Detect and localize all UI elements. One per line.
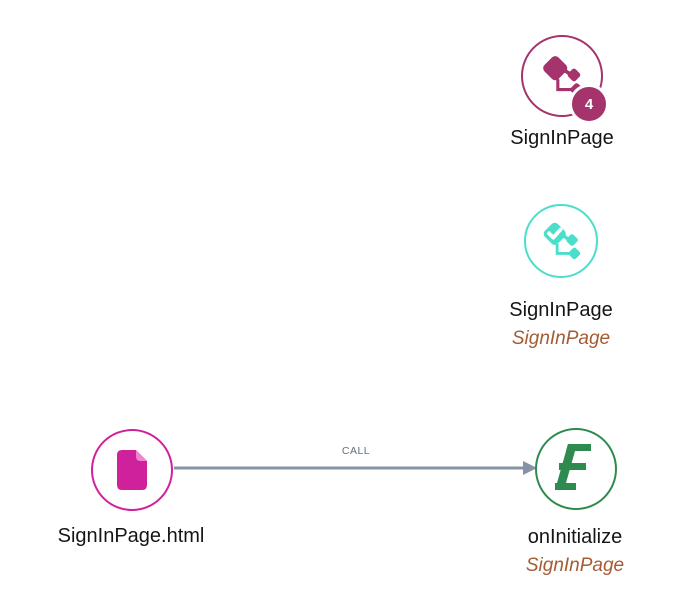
function-f-icon [555,444,591,490]
node-label-function-oninitialize[interactable]: onInitialize [527,526,623,548]
node-sublabel-class-signinpage-resolved: SignInPage [511,328,611,349]
node-sublabel-function-oninitialize: SignInPage [525,555,625,576]
node-count-badge: 4 [569,84,609,124]
edge-call-label: CALL [341,445,371,457]
node-function-oninitialize[interactable] [535,428,617,510]
file-document-icon [117,450,147,490]
class-diamonds-check-icon [543,222,581,260]
node-label-file-signinpage-html[interactable]: SignInPage.html [57,525,205,547]
node-class-signinpage-resolved[interactable] [524,204,598,278]
node-label-class-signinpage-resolved[interactable]: SignInPage [509,299,613,321]
node-label-class-signinpage[interactable]: SignInPage [510,127,614,149]
node-file-signinpage-html[interactable] [91,429,173,511]
edge-call-arrow[interactable] [173,456,539,480]
